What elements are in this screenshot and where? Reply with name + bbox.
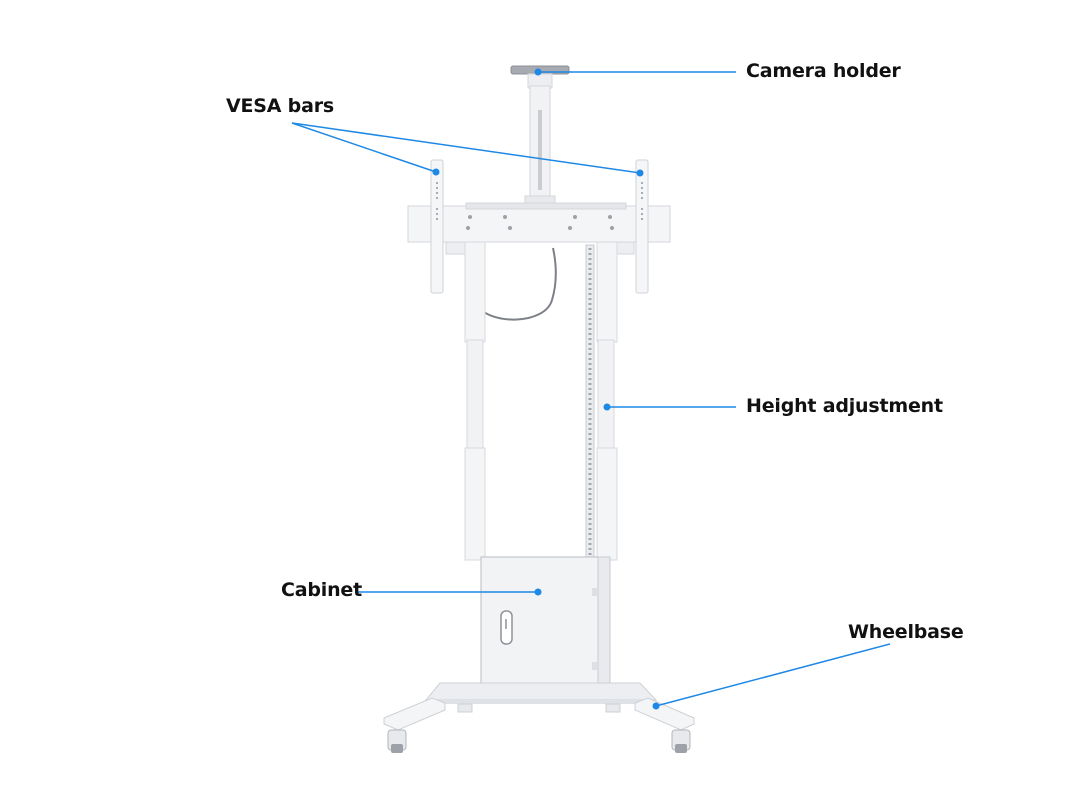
leader-wheelbase xyxy=(652,643,891,710)
label-vesa-bars: VESA bars xyxy=(226,95,334,117)
label-height-adjustment: Height adjustment xyxy=(746,395,943,417)
right-column xyxy=(596,241,618,561)
cable xyxy=(477,247,557,321)
leader-cabinet xyxy=(358,588,542,596)
left-column xyxy=(464,241,486,561)
cable-chain xyxy=(585,244,595,561)
vesa-bar-right xyxy=(635,159,649,294)
mounting-frame xyxy=(407,202,671,255)
vesa-bar-left xyxy=(430,159,444,294)
label-wheelbase: Wheelbase xyxy=(848,621,964,643)
leader-vesa-bars xyxy=(291,122,644,177)
label-camera-holder: Camera holder xyxy=(746,60,901,82)
leader-height-adjustment xyxy=(603,403,736,411)
cabinet xyxy=(480,556,611,696)
label-cabinet: Cabinet xyxy=(281,579,362,601)
camera-holder xyxy=(510,65,570,205)
wheelbase xyxy=(383,682,695,753)
leader-camera-holder xyxy=(534,68,736,76)
